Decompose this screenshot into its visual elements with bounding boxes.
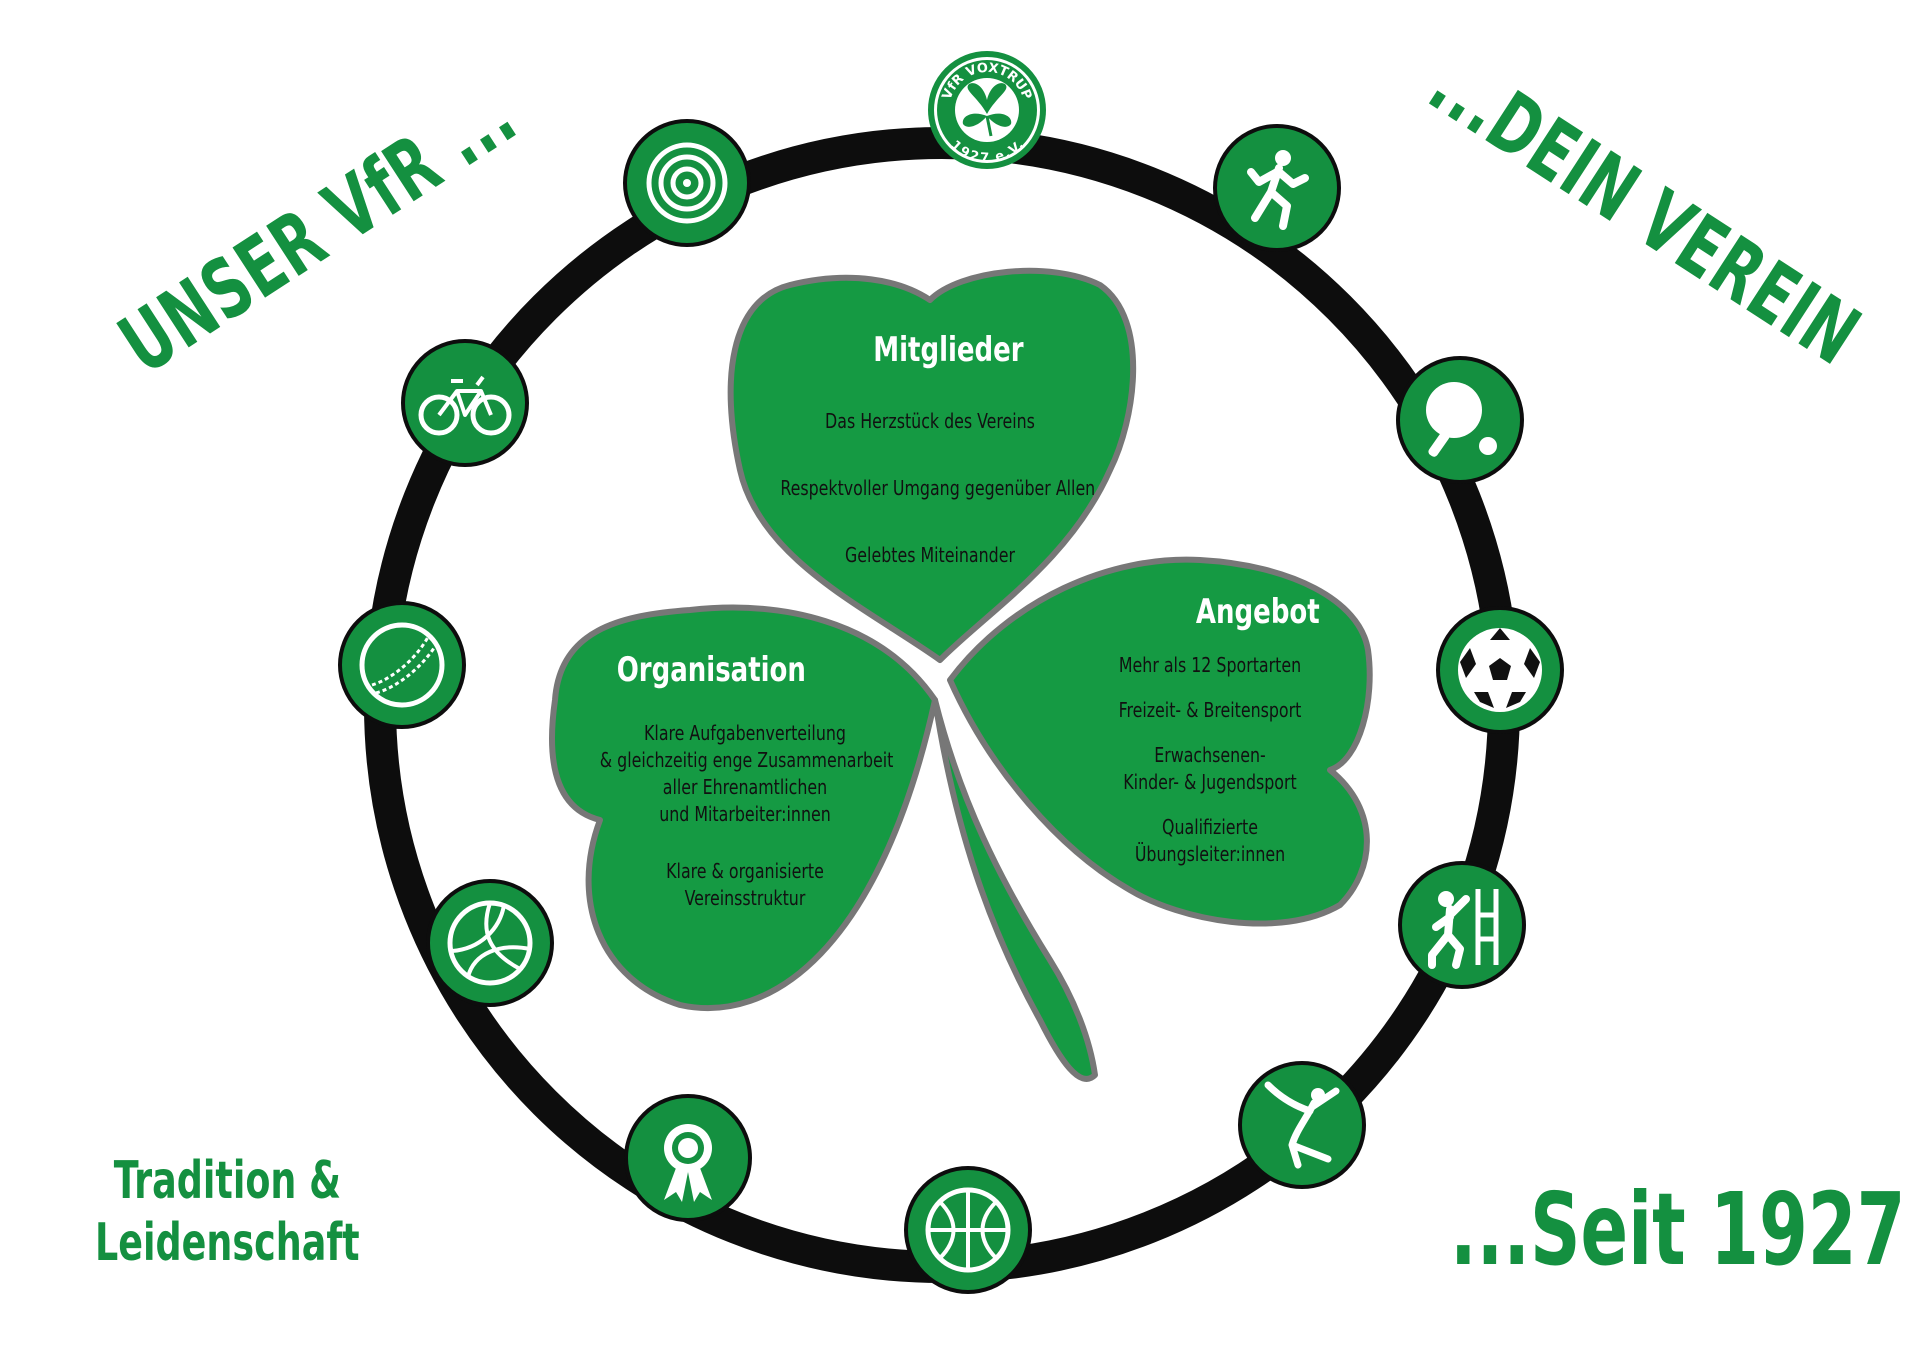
baseball-icon xyxy=(338,601,466,729)
target-icon xyxy=(623,119,751,247)
climbing-icon xyxy=(1398,861,1526,989)
leaf-right-text: Mehr als 12 Sportarten Freizeit- & Breit… xyxy=(1100,652,1320,868)
leaf-top-title: Mitglieder xyxy=(873,330,1024,370)
running-icon xyxy=(1213,124,1341,252)
leaf-left-item-4: und Mitarbeiter:innen xyxy=(659,802,831,826)
heading-tradition-line-2: Leidenschaft xyxy=(95,1213,360,1274)
leaf-top-text: Das Herzstück des Vereins Respektvoller … xyxy=(780,408,1096,569)
leaf-left-item-6: Vereinsstruktur xyxy=(684,886,806,910)
heading-tradition: Tradition & Leidenschaft xyxy=(95,1150,360,1275)
leaf-right-item-4: Kinder- & Jugendsport xyxy=(1123,770,1297,794)
leaf-left xyxy=(549,604,938,1012)
table-tennis-icon xyxy=(1396,356,1524,484)
club-logo: VfR VOXTRUP 1927 e.V. xyxy=(928,51,1046,169)
shamrock xyxy=(549,267,1373,1082)
leaf-left-text: Klare Aufgabenverteilung & gleichzeitig … xyxy=(599,720,894,912)
leaf-top-item-3: Gelebtes Miteinander xyxy=(845,543,1015,567)
award-rosette-icon xyxy=(624,1094,752,1222)
leaf-left-item-5: Klare & organisierte xyxy=(666,859,824,883)
heading-tradition-line-1: Tradition & xyxy=(113,1151,341,1211)
leaf-left-item-1: Klare Aufgabenverteilung xyxy=(644,721,846,745)
basketball-icon xyxy=(904,1166,1032,1294)
stem xyxy=(932,697,1098,1082)
leaf-left-item-3: aller Ehrenamtlichen xyxy=(662,775,828,799)
soccer-ball-icon xyxy=(1436,606,1564,734)
bicycle-icon xyxy=(401,339,529,467)
leaf-top xyxy=(727,267,1137,663)
leaf-right xyxy=(947,556,1373,927)
heading-since: ...Seit 1927 xyxy=(1450,1171,1906,1288)
dance-icon xyxy=(1238,1061,1366,1189)
leaf-right-title: Angebot xyxy=(1195,592,1320,632)
sport-icons xyxy=(338,119,1564,1294)
leaf-right-item-2: Freizeit- & Breitensport xyxy=(1118,698,1302,722)
leaf-top-item-2: Respektvoller Umgang gegenüber Allen xyxy=(780,476,1096,500)
volleyball-icon xyxy=(426,879,554,1007)
leaf-left-title: Organisation xyxy=(616,650,806,690)
leaf-right-item-5: Qualifizierte xyxy=(1162,815,1258,839)
leaf-top-item-1: Das Herzstück des Vereins xyxy=(825,409,1035,433)
leaf-right-item-6: Übungsleiter:innen xyxy=(1134,842,1286,866)
leaf-right-item-1: Mehr als 12 Sportarten xyxy=(1118,653,1302,677)
leaf-right-item-3: Erwachsenen- xyxy=(1154,743,1266,767)
leaf-left-item-2: & gleichzeitig enge Zusammenarbeit xyxy=(599,748,894,772)
